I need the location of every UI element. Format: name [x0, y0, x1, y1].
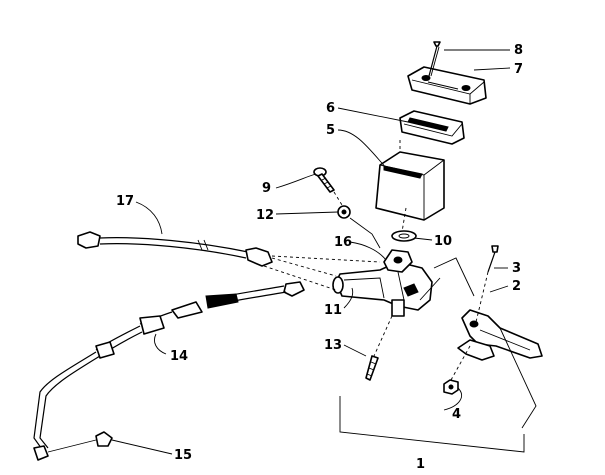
callout-9: 9 — [262, 181, 271, 196]
diaphragm-plate — [399, 110, 465, 145]
handlebar-mount — [339, 257, 537, 453]
callout-7: 7 — [514, 62, 523, 77]
brake-cable — [77, 231, 381, 291]
mount-screw — [365, 315, 393, 381]
callout-3: 3 — [512, 261, 521, 276]
callout-8: 8 — [514, 43, 523, 58]
callout-17: 17 — [116, 194, 134, 209]
callout-5: 5 — [326, 123, 335, 138]
banjo-bolt — [313, 167, 335, 193]
cover-screw — [428, 41, 441, 77]
pivot-nut — [443, 345, 471, 395]
reservoir-cover — [407, 66, 487, 105]
leader-lines — [111, 49, 511, 455]
brake-lever — [457, 309, 543, 361]
pivot-bolt — [475, 245, 499, 323]
master-cylinder — [332, 249, 433, 317]
reservoir — [375, 140, 445, 233]
hose-fitting — [33, 431, 113, 461]
callout-4: 4 — [452, 407, 461, 422]
callout-15: 15 — [174, 448, 192, 463]
callout-1: 1 — [416, 457, 425, 472]
callout-12: 12 — [256, 208, 274, 223]
callout-13: 13 — [324, 338, 342, 353]
callout-2: 2 — [512, 279, 521, 294]
callout-11: 11 — [324, 303, 342, 318]
brake-hose — [33, 281, 305, 453]
callout-6: 6 — [326, 101, 335, 116]
crush-washer — [337, 205, 351, 219]
callout-10: 10 — [434, 234, 452, 249]
seal-washer — [391, 230, 417, 242]
callout-14: 14 — [170, 349, 188, 364]
callout-16: 16 — [334, 235, 352, 250]
